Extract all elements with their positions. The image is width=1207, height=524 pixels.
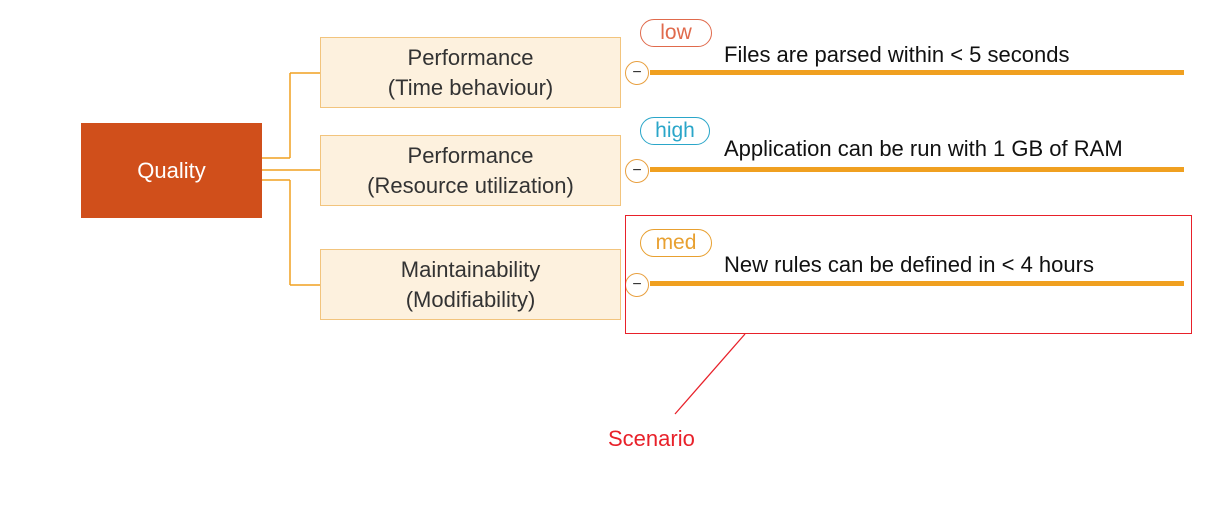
scenario-underline	[650, 70, 1184, 75]
scenario-text: Application can be run with 1 GB of RAM	[724, 136, 1123, 161]
category-node-modifiability[interactable]: Maintainability (Modifiability)	[320, 249, 621, 320]
category-subtitle: (Modifiability)	[405, 286, 536, 312]
root-label: Quality	[137, 157, 206, 183]
category-title: Maintainability	[400, 256, 541, 282]
scenario-callout-label: Scenario	[608, 426, 695, 451]
collapse-button[interactable]: −	[625, 61, 649, 85]
collapse-button[interactable]: −	[625, 273, 649, 297]
scenario-underline	[650, 281, 1184, 286]
scenario-text: New rules can be defined in < 4 hours	[724, 252, 1094, 277]
scenario-highlight-box	[625, 215, 1192, 334]
category-title: Performance	[407, 142, 534, 168]
category-subtitle: (Resource utilization)	[367, 172, 574, 198]
category-node-time-behaviour[interactable]: Performance (Time behaviour)	[320, 37, 621, 108]
collapse-button[interactable]: −	[625, 159, 649, 183]
priority-badge-high: high	[640, 117, 710, 145]
priority-badge-med: med	[640, 229, 712, 257]
category-node-resource-utilization[interactable]: Performance (Resource utilization)	[320, 135, 621, 206]
category-subtitle: (Time behaviour)	[387, 74, 554, 100]
priority-badge-low: low	[640, 19, 712, 47]
scenario-underline	[650, 167, 1184, 172]
scenario-text: Files are parsed within < 5 seconds	[724, 42, 1070, 67]
quality-root-node[interactable]: Quality	[81, 123, 262, 218]
category-title: Performance	[407, 44, 534, 70]
